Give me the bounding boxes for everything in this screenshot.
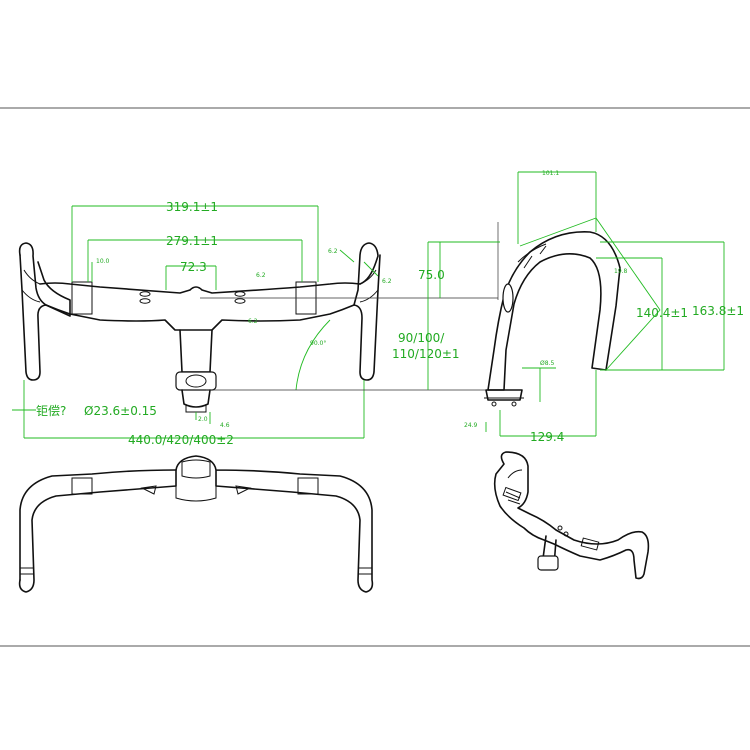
dim-small-right: 4.6 — [220, 422, 230, 429]
dim-flat-small: 10.0 — [96, 258, 110, 265]
isometric-view — [493, 451, 650, 580]
dim-steerer-prefix: 钜偿? — [36, 403, 66, 418]
dim-angle-small-b: 6.2 — [382, 278, 392, 285]
dim-width-b: 279.1±1 — [166, 234, 218, 248]
side-view — [484, 231, 621, 407]
front-left-drop — [18, 242, 71, 317]
dim-stem-height: 75.0 — [418, 268, 445, 282]
dim-width-a: 319.1±1 — [166, 200, 218, 214]
dim-reach-top: 101.1 — [542, 170, 559, 177]
front-dimensions — [12, 205, 379, 439]
dim-stem-length: 90/100/ — [398, 331, 445, 345]
dim-drop-a: 140.4±1 — [636, 306, 688, 320]
side-dimensions — [485, 171, 725, 437]
dim-angle-small-c: 6.2 — [256, 272, 266, 279]
dim-angle-small-d: 6.2 — [248, 318, 258, 325]
dim-offset-small: 24.9 — [464, 422, 478, 429]
dim-drop-label: 19.8 — [614, 268, 628, 275]
dim-bar-width: 440.0/420/400±2 — [128, 433, 234, 447]
top-view — [18, 455, 374, 593]
dim-small-left: 2.0 — [198, 416, 208, 423]
dim-drop-b: 163.8±1 — [692, 304, 744, 318]
dim-clamp-offset: 72.3 — [180, 260, 207, 274]
dim-reach: 129.4 — [530, 430, 564, 444]
dim-angle-small-a: 6.2 — [328, 248, 338, 255]
dim-steerer: Ø23.6±0.15 — [84, 404, 157, 418]
dim-angle: 90.0° — [310, 340, 326, 347]
dim-clamp-d: Ø8.5 — [540, 360, 554, 367]
dim-stem-length-2: 110/120±1 — [392, 347, 460, 361]
side-height-dimensions — [427, 241, 500, 390]
